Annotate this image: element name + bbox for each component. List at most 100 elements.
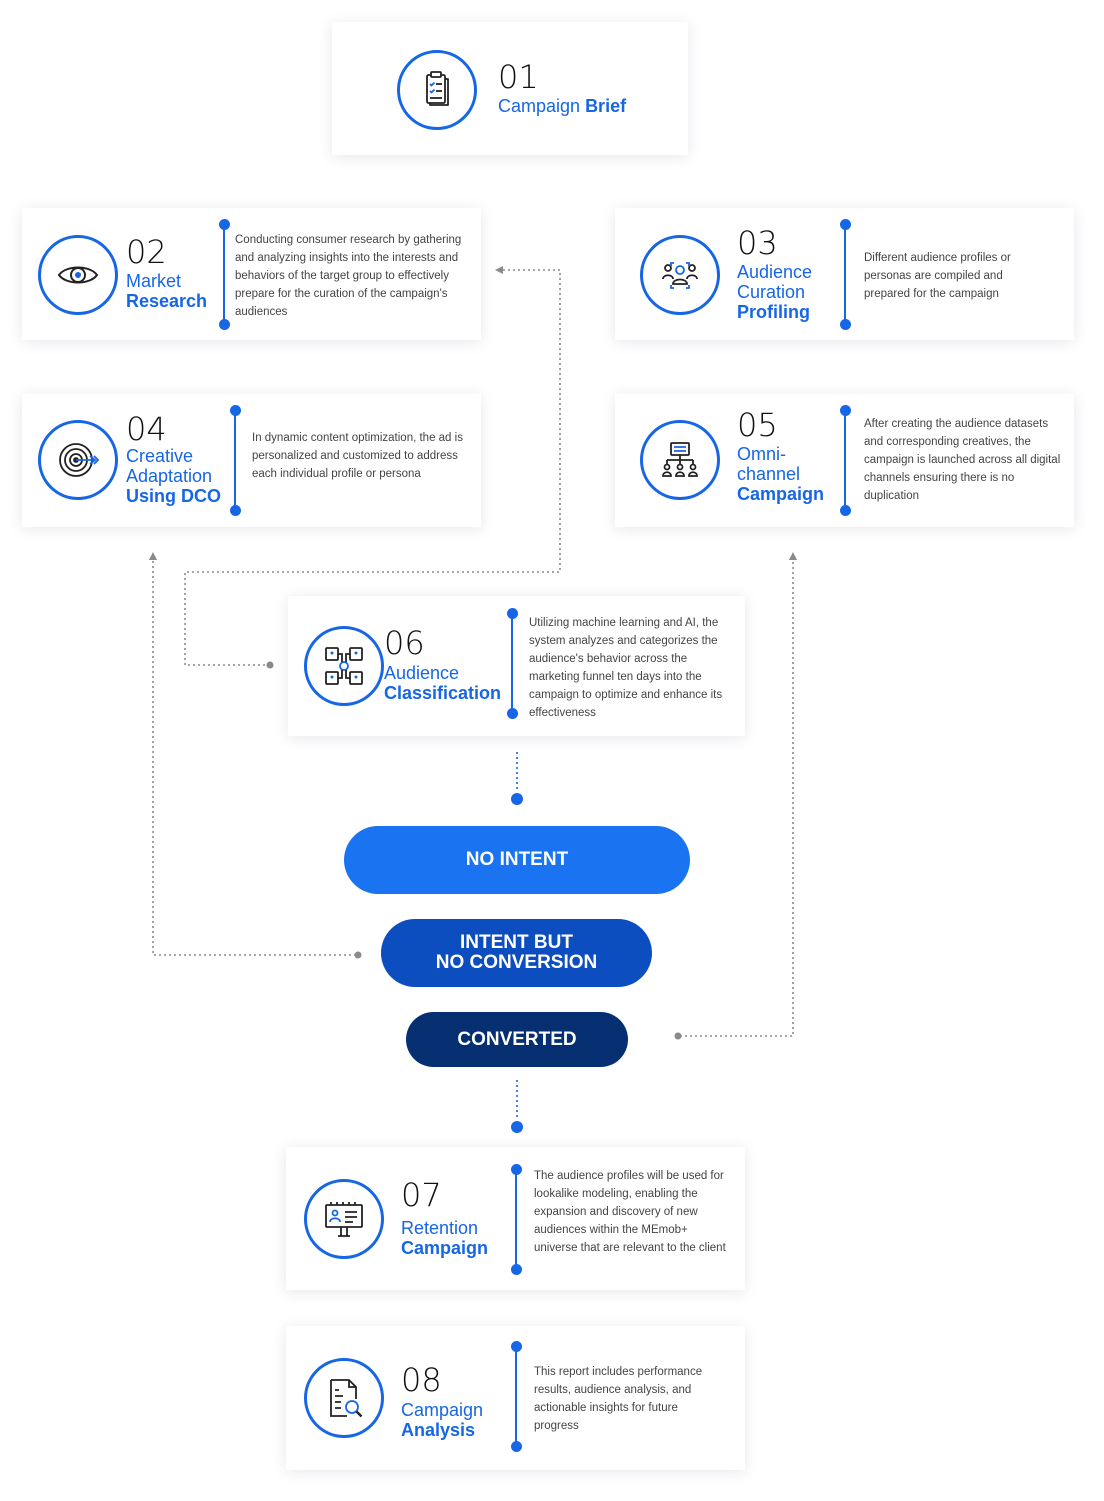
step-title-bold: Classification	[384, 683, 502, 703]
step-divider	[515, 1169, 517, 1270]
arrowhead-to-04	[149, 552, 157, 560]
step-divider-dot	[840, 405, 851, 416]
arrowhead-to-02	[495, 266, 503, 274]
step-divider-dot	[840, 319, 851, 330]
step-icon-circle	[38, 420, 118, 500]
step-icon-circle	[397, 50, 477, 130]
eye-icon	[57, 266, 99, 284]
step-divider-dot	[219, 219, 230, 230]
step-number: 01	[498, 58, 539, 96]
intent-label-line1: INTENT BUT	[460, 932, 573, 953]
step-card-06: 06 Audience Classification Utilizing mac…	[288, 596, 745, 736]
step-number: 07	[401, 1176, 442, 1214]
intent-no-conversion-pill: INTENT BUT NO CONVERSION	[381, 919, 652, 987]
step-card-02: 02 Market Research Conducting consumer r…	[22, 208, 481, 340]
step-number: 03	[737, 224, 778, 262]
step-title-light: Campaign	[498, 96, 581, 116]
step-divider-dot	[511, 1164, 522, 1175]
step-title-light: Campaign	[401, 1400, 484, 1420]
step-description: In dynamic content optimization, the ad …	[252, 432, 463, 480]
step-title-light: Audience Curation	[737, 262, 813, 302]
step-icon-circle	[304, 626, 384, 706]
no-intent-pill: NO INTENT	[344, 826, 690, 894]
step-divider	[511, 613, 513, 714]
step-card-03: 03 Audience Curation Profiling Different…	[615, 208, 1074, 340]
step-title-bold: Brief	[585, 96, 627, 116]
step-title-light: Retention	[401, 1218, 479, 1238]
step-icon-circle	[640, 420, 720, 500]
step-card-08: 08 Campaign Analysis This report include…	[286, 1326, 745, 1470]
step-number: 02	[126, 233, 167, 271]
step-title-bold: Research	[126, 291, 208, 311]
step-icon-circle	[38, 235, 118, 315]
step-description: This report includes performance results…	[534, 1366, 703, 1432]
step-title: Creative Adaptation Using DCO	[126, 446, 236, 506]
no-intent-label: NO INTENT	[465, 849, 569, 870]
step-title-light: Market	[126, 271, 182, 291]
connector-start-dot	[674, 1032, 682, 1040]
arrowhead-to-05	[789, 552, 797, 560]
step-card-05: 05 Omni- channel Campaign After creating…	[615, 394, 1074, 527]
step-divider-dot	[511, 1441, 522, 1452]
step-divider-dot	[219, 319, 230, 330]
step-card-07: 07 Retention Campaign The audience profi…	[286, 1147, 745, 1290]
step-title-light: Omni- channel	[737, 444, 801, 484]
connector-start-dot	[354, 951, 362, 959]
connector-end-dot	[511, 1121, 523, 1133]
converted-pill: CONVERTED	[406, 1012, 628, 1067]
converted-label: CONVERTED	[457, 1028, 577, 1050]
step-title-bold: Campaign	[737, 484, 825, 504]
step-number: 04	[126, 410, 167, 448]
billboard-icon	[325, 1202, 363, 1237]
step-divider	[223, 224, 225, 324]
step-title: Audience Curation Profiling	[737, 262, 837, 322]
step-description: Conducting consumer research by gatherin…	[235, 234, 462, 318]
step-title: Campaign Analysis	[401, 1400, 483, 1440]
step-card-01: 01 Campaign Brief	[332, 22, 688, 155]
step-icon-circle	[304, 1358, 384, 1438]
step-divider-dot	[507, 708, 518, 719]
step-title: Audience Classification	[384, 663, 501, 703]
step-description: Utilizing machine learning and AI, the s…	[529, 617, 723, 719]
clipboard-icon	[426, 71, 449, 106]
step-divider-dot	[840, 219, 851, 230]
step-description: After creating the audience datasets and…	[864, 418, 1061, 502]
step-card-04: 04 Creative Adaptation Using DCO In dyna…	[22, 394, 481, 527]
step-divider-dot	[230, 505, 241, 516]
classification-icon	[325, 647, 363, 685]
step-number: 08	[401, 1361, 442, 1399]
audience-group-icon	[662, 262, 698, 289]
step-divider-dot	[511, 1264, 522, 1275]
network-icon	[662, 442, 698, 477]
step-divider	[234, 410, 236, 510]
step-icon-circle	[640, 235, 720, 315]
step-number: 05	[737, 406, 778, 444]
step-divider-dot	[840, 505, 851, 516]
connector-converted-to-05	[680, 560, 794, 1037]
step-divider-dot	[511, 1341, 522, 1352]
report-search-icon	[330, 1379, 363, 1418]
step-number: 06	[384, 624, 425, 662]
step-title-bold: Profiling	[737, 302, 810, 322]
step-title-bold: Campaign	[401, 1238, 489, 1258]
step-title: Market Research	[126, 271, 207, 311]
connector-start-dot	[266, 661, 274, 669]
step-description: The audience profiles will be used for l…	[534, 1170, 726, 1254]
step-divider	[844, 410, 846, 510]
step-title: Campaign Brief	[498, 96, 626, 116]
step-divider	[844, 224, 846, 324]
step-divider	[515, 1346, 517, 1446]
step-title-light: Creative Adaptation	[126, 446, 213, 486]
connector-06-to-02	[184, 269, 561, 666]
step-title-bold: Analysis	[401, 1420, 476, 1440]
step-icon-circle	[304, 1179, 384, 1259]
step-title: Omni- channel Campaign	[737, 444, 837, 504]
connector-intent-to-04	[152, 560, 356, 956]
target-icon	[59, 443, 100, 477]
step-description: Different audience profiles or personas …	[864, 252, 1011, 300]
intent-label-line2: NO CONVERSION	[435, 952, 598, 973]
step-title-bold: Using DCO	[126, 486, 222, 506]
connector-end-dot	[511, 793, 523, 805]
step-title-light: Audience	[384, 663, 460, 683]
